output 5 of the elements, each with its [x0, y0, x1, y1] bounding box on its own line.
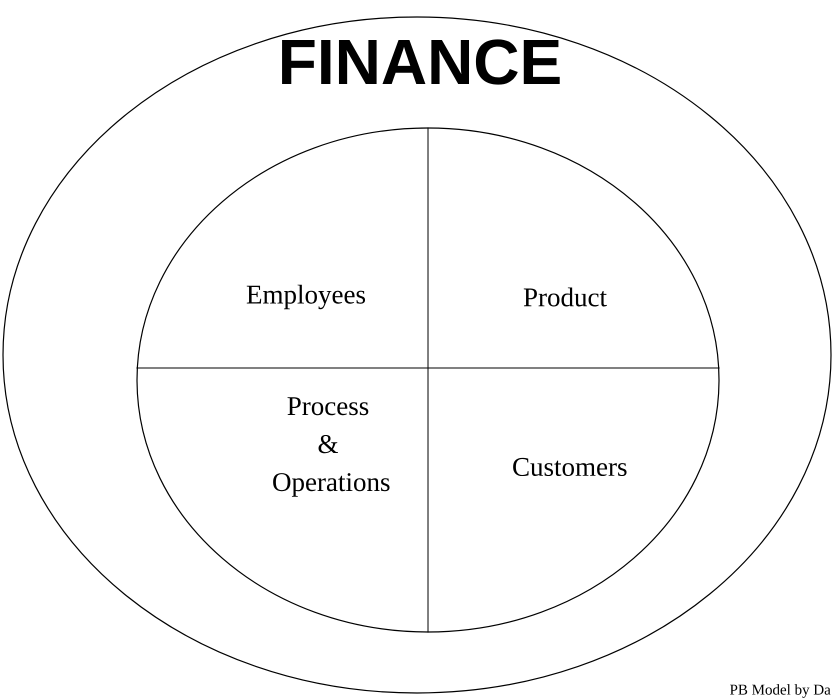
inner-ellipse: [136, 127, 720, 633]
quadrant-label: Employees: [246, 284, 366, 310]
quadrant-label: Process & Operations: [273, 397, 390, 497]
quadrant-label: Product: [524, 287, 607, 306]
quadrant-label: Customers: [513, 458, 627, 476]
